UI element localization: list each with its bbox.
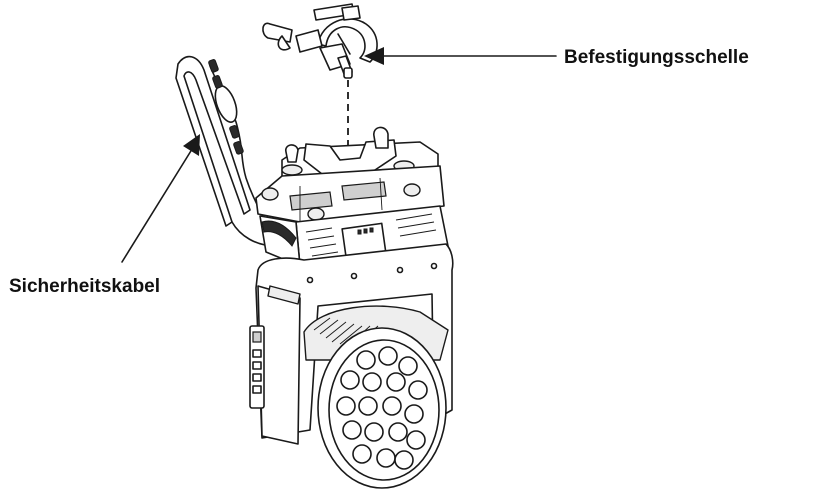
led-lenses <box>336 346 428 470</box>
button-panel <box>249 325 265 409</box>
moving-head-fixture-icon <box>249 126 454 489</box>
arrow-head-safety-cable <box>183 134 200 156</box>
clamp-icon <box>262 3 378 79</box>
arrow-head-clamp <box>364 47 384 65</box>
label-clamp: Befestigungsschelle <box>564 47 749 68</box>
callout-safety-cable: Sicherheitskabel <box>9 134 200 297</box>
vent-slots <box>305 213 437 257</box>
safety-cable <box>175 55 277 247</box>
callout-clamp: Befestigungsschelle <box>364 47 749 68</box>
label-safety-cable: Sicherheitskabel <box>9 276 160 297</box>
